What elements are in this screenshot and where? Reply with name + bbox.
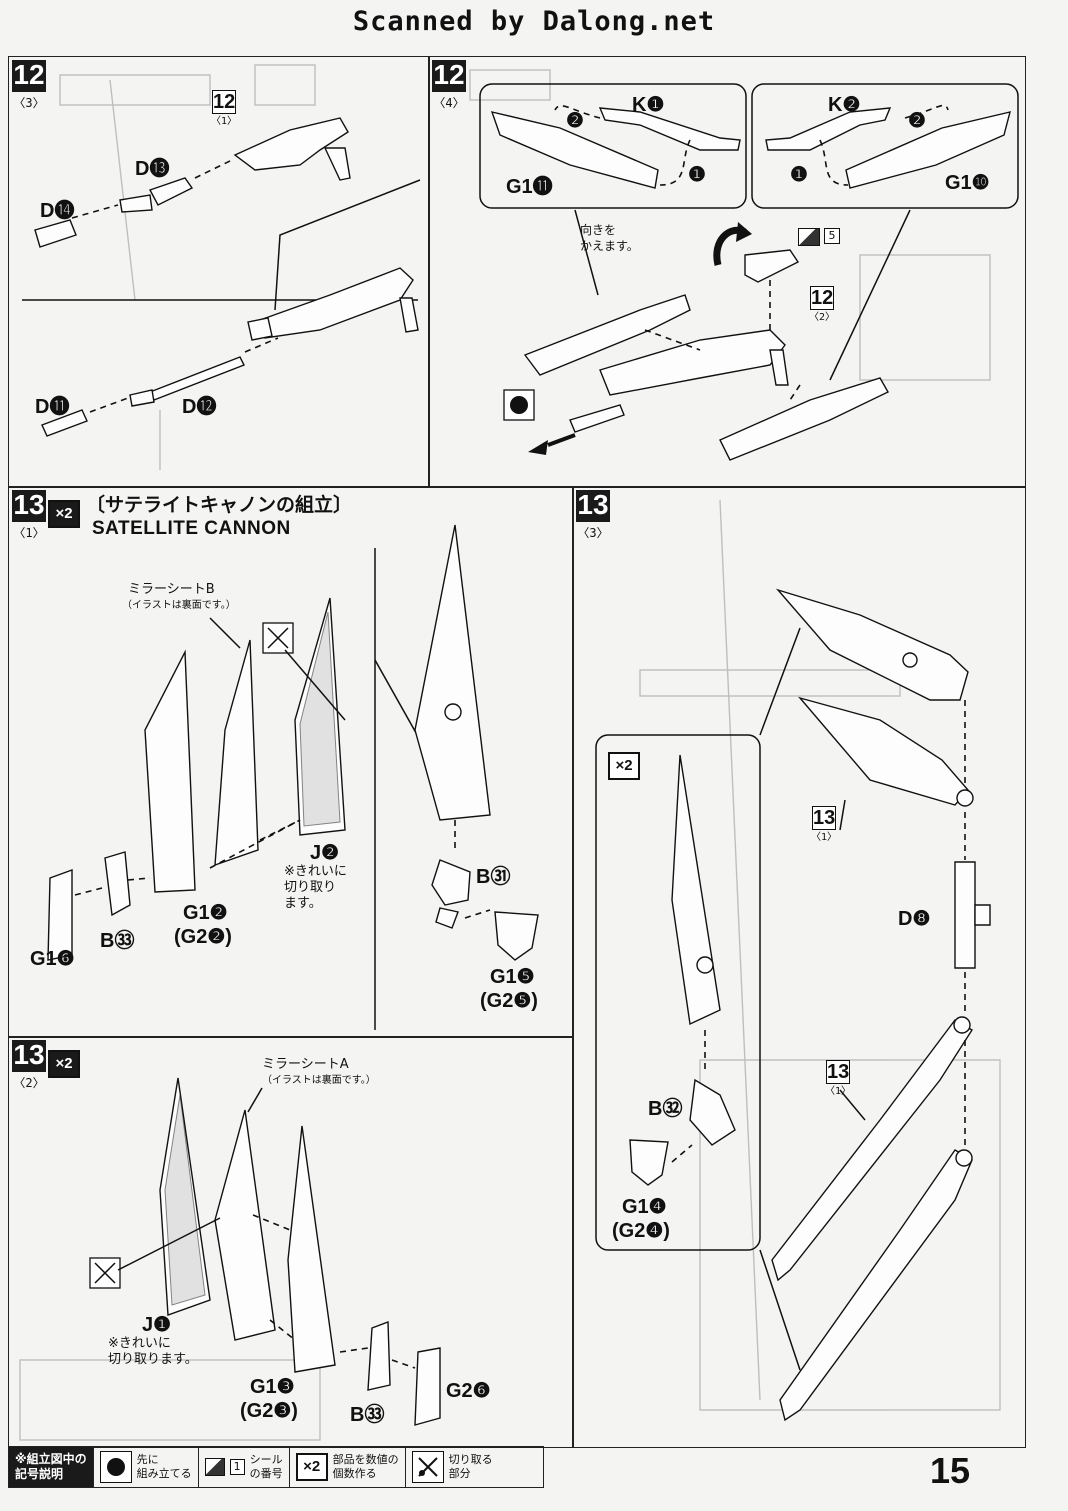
sticker-number-icon [204,1458,225,1476]
part-label-g1-2: G1❷ [183,902,228,924]
count-badge-13-2: ×2 [48,1050,80,1078]
panel-13-3-art [595,588,991,1422]
order-mark-1-right: ❶ [790,164,808,186]
legend-sticker-badge: 1 [229,1459,245,1475]
inset-count-badge: ×2 [608,752,640,780]
sticker-icon [798,228,820,246]
order-mark-1-left: ❶ [688,164,706,186]
substep-12-3: 〈3〉 [13,96,45,110]
watermark: Scanned by Dalong.net [352,6,716,37]
panel-frame-12-4 [428,56,1026,488]
cut-clean-note-j1: ※きれいに 切り取ります。 [108,1336,198,1367]
ref-step-12-1: 12 [212,90,236,114]
legend-text-assemble-first: 先に 組み立てる [136,1453,192,1480]
legend-text-multiply: 部品を数値の 個数作る [332,1453,399,1480]
part-label-g1-3: G1❸ [250,1376,295,1398]
rotate-note: 向きを かえます。 [580,223,639,253]
part-label-b31: B㉛ [476,866,511,888]
symbol-legend: ※組立図中の 記号説明 先に 組み立てる 1 シール の番号 ×2 部品を数値の… [8,1446,544,1488]
panel-12-4-art [479,83,1019,461]
mirror-sheet-b-label: ミラーシートB [128,582,215,597]
mirror-sheet-b-note: （イラストは裏面です。） [122,600,236,611]
assemble-first-icon [99,1451,132,1483]
part-label-g2-6: G2❻ [446,1380,491,1402]
step-number-13-2: 13 [12,1039,46,1072]
multiply-icon: ×2 [295,1453,328,1481]
order-mark-2-right: ❷ [908,110,926,132]
part-label-d14: D⓮ [40,200,75,222]
step-number-13-1: 13 [12,489,46,522]
order-mark-2-left: ❷ [566,110,584,132]
sticker-number: 5 [824,228,840,244]
part-label-k1: K❶ [632,94,665,116]
mirror-sheet-a-label: ミラーシートA [262,1057,349,1072]
part-label-g2-4: (G2❹) [612,1220,670,1242]
section-title-en: SATELLITE CANNON [92,518,291,539]
panel-frame-13-1 [8,486,574,1038]
section-title-jp: 〔サテライトキャノンの組立〕 [86,494,353,516]
part-label-d8: D❽ [898,908,931,930]
part-label-d11: D⓫ [35,396,70,418]
part-label-g2-2: (G2❷) [174,926,232,948]
legend-heading: ※組立図中の 記号説明 [9,1447,94,1487]
cut-icon [411,1451,444,1483]
legend-item-sticker: 1 シール の番号 [199,1447,290,1487]
substep-13-2: 〈2〉 [13,1076,45,1090]
part-label-b32: B㉜ [648,1098,683,1120]
part-label-g1-6: G1❻ [30,948,75,970]
step-number-13-3: 13 [576,489,610,522]
ref-step-13-1-b: 13 [826,1060,850,1084]
substep-12-4: 〈4〉 [433,96,465,110]
panel-frame-13-3 [572,486,1026,1448]
part-label-j1: J❶ [142,1314,172,1336]
step-number-12-4: 12 [432,59,466,92]
part-label-b33-a: B㉝ [100,930,135,952]
part-label-j2: J❷ [310,842,340,864]
part-label-g2-5: (G2❺) [480,990,538,1012]
step-number-12-3: 12 [12,59,46,92]
panel-frame-13-2 [8,1036,574,1448]
substep-13-1: 〈1〉 [13,526,45,540]
part-label-k2: K❷ [828,94,861,116]
ref-substep-13-1-a: 〈1〉 [811,832,838,843]
panel-13-2-art [89,1077,441,1426]
part-label-g1-10: G1❿ [945,172,990,194]
panel-12-3-art [22,117,421,437]
cut-clean-note-j2: ※きれいに 切り取り ます。 [284,864,347,911]
ref-substep-12-1: 〈1〉 [211,116,238,127]
legend-text-sticker: シール の番号 [249,1453,283,1480]
part-label-d13: D⓭ [135,158,170,180]
ref-substep-13-1-b: 〈1〉 [825,1086,852,1097]
mirror-sheet-a-note: （イラストは裏面です。） [262,1075,376,1086]
legend-item-cut: 切り取る 部分 [406,1447,499,1487]
part-label-b33-b: B㉝ [350,1404,385,1426]
panel-frame-12-3 [8,56,430,488]
part-label-g2-3: (G2❸) [240,1400,298,1422]
ref-substep-12-2: 〈2〉 [809,312,836,323]
legend-text-cut: 切り取る 部分 [448,1453,493,1480]
page-number: 15 [929,1450,970,1491]
legend-item-multiply: ×2 部品を数値の 個数作る [290,1447,406,1487]
substep-13-3: 〈3〉 [577,526,609,540]
part-label-g1-5: G1❺ [490,966,535,988]
panel-13-1-art [47,524,539,1030]
part-label-g1-11: G1⓫ [506,176,553,198]
ref-step-13-1-a: 13 [812,806,836,830]
count-badge-13-1: ×2 [48,500,80,528]
legend-item-assemble-first: 先に 組み立てる [94,1447,199,1487]
part-label-g1-4: G1❹ [622,1196,667,1218]
part-label-d12: D⓬ [182,396,217,418]
ref-step-12-2: 12 [810,286,834,310]
